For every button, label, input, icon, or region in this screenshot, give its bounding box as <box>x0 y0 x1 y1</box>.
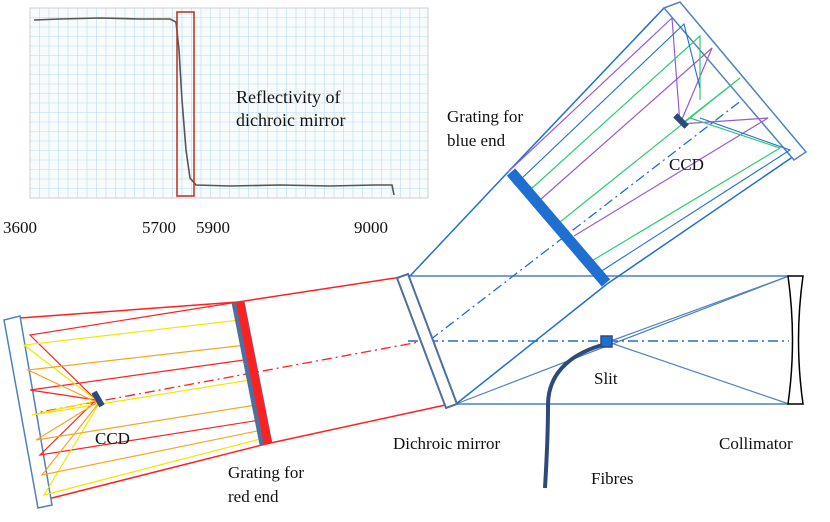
inset-x-ticks: 3600 5700 5900 9000 <box>3 218 388 237</box>
blue-arm-edge <box>507 7 665 173</box>
red-ccd <box>91 390 105 408</box>
red-ray <box>29 359 245 401</box>
blue-arm-axis <box>429 99 743 341</box>
collimator-label: Collimator <box>719 434 793 453</box>
blue-ray <box>559 77 741 223</box>
ccd-blue-label: CCD <box>669 155 704 174</box>
transition-highlight-box <box>176 11 195 197</box>
blue-ray <box>573 117 769 237</box>
collimator-mirror <box>787 275 804 405</box>
blue-arm-edge <box>455 283 608 405</box>
red-ray <box>38 399 261 456</box>
red-arm-axis <box>29 339 431 415</box>
blue-ray <box>529 34 701 191</box>
red-ray <box>40 403 263 476</box>
red-grating <box>236 301 272 445</box>
red-arm-edge <box>265 403 451 445</box>
blue-ccd <box>673 113 689 129</box>
reflectivity-inset: Reflectivity of dichroic mirror <box>29 7 429 199</box>
red-arm-edge <box>19 301 239 319</box>
beam-ray <box>607 275 790 343</box>
dichroic-mirror <box>395 272 459 410</box>
red-ray <box>28 301 239 401</box>
x-tick-label: 3600 <box>3 218 37 237</box>
blue-arm-edge <box>606 153 798 285</box>
red-ray <box>25 344 247 403</box>
blue-arm-edge <box>409 171 509 277</box>
fibres-label: Fibres <box>591 469 634 488</box>
red-ray <box>31 379 251 416</box>
red-ray <box>22 319 241 401</box>
inset-title-line2: dichroic mirror <box>236 110 345 130</box>
fibre-bundle <box>543 342 607 489</box>
blue-arm: Grating for blue end CCD <box>409 1 808 405</box>
ccd-red-label: CCD <box>95 429 130 448</box>
beam-ray <box>607 341 790 405</box>
x-tick-label: 9000 <box>354 218 388 237</box>
x-tick-label: 5700 <box>142 218 176 237</box>
slit <box>600 335 613 348</box>
grating-blue-label-line1: Grating for <box>447 107 523 126</box>
beam-ray <box>455 275 790 405</box>
grating-red-label-line2: red end <box>228 487 279 506</box>
blue-ray <box>599 117 792 273</box>
reflectivity-curve <box>33 17 395 196</box>
blue-ray <box>507 16 681 173</box>
dichroic-mirror-label: Dichroic mirror <box>393 434 500 453</box>
grating-red-label-line1: Grating for <box>228 463 304 482</box>
blue-ray <box>589 117 782 263</box>
slit-label: Slit <box>594 369 618 388</box>
red-arm-edge <box>237 275 409 303</box>
blue-ray <box>519 22 701 181</box>
red-ray <box>35 401 257 441</box>
grating-blue-label-line2: blue end <box>447 131 506 150</box>
blue-ray <box>539 47 713 201</box>
collimator-section <box>408 275 804 405</box>
blue-grating <box>506 168 611 287</box>
inset-title-line1: Reflectivity of <box>236 87 340 107</box>
inset-grid <box>30 8 428 198</box>
red-arm: CCD Grating for red end <box>3 275 451 509</box>
red-ccd-frame <box>3 315 53 509</box>
x-tick-label: 5900 <box>196 218 230 237</box>
blue-ccd-frame <box>662 1 808 161</box>
red-arm-edge <box>43 443 267 501</box>
